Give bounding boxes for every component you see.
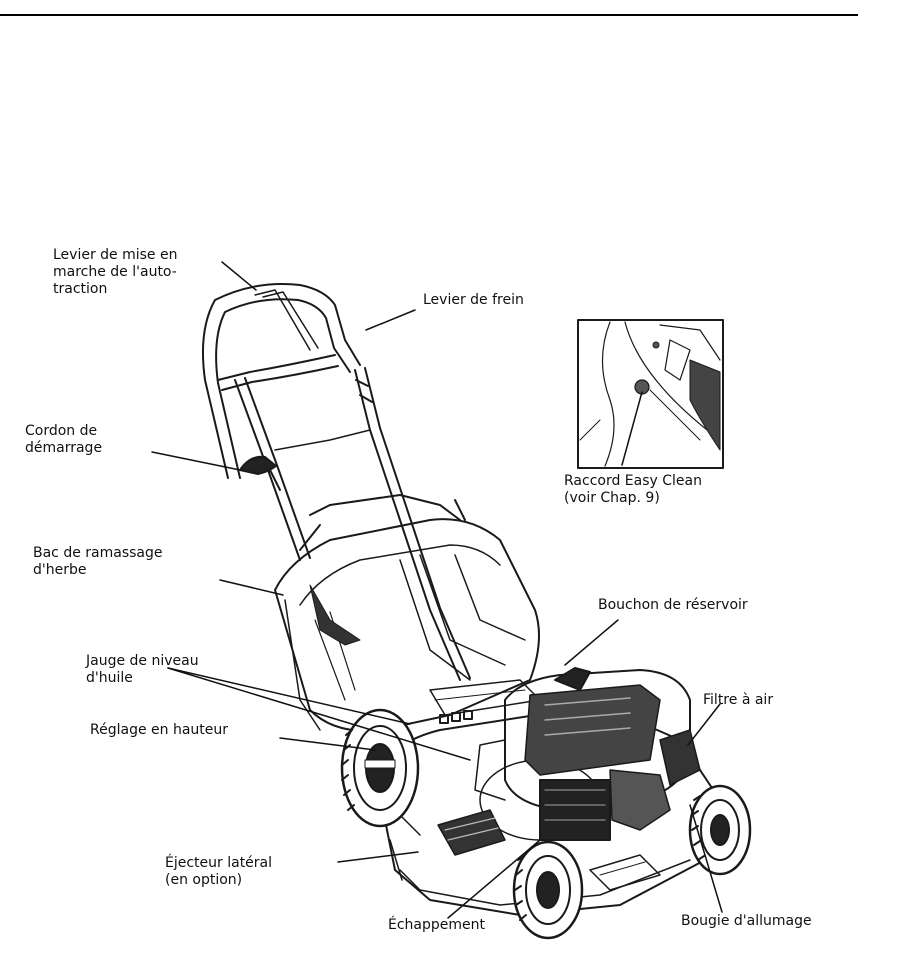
leader-self-propel [222,262,256,290]
label-spark-plug: Bougie d'allumage [681,913,812,930]
label-exhaust: Échappement [388,917,485,934]
label-brake-lever: Levier de frein [423,292,524,309]
label-self-propel-lever: Levier de mise en marche de l'auto- trac… [53,247,177,298]
leader-oil-dipstick-1 [168,668,410,724]
leader-grass-bag [220,580,283,595]
grass-bag [275,495,539,731]
leader-starter-cord [152,452,240,470]
easy-clean-inset [578,320,723,468]
leader-oil-dipstick-2 [168,668,470,760]
leader-easy-clean [622,392,642,465]
side-ejector [438,810,505,855]
label-side-ejector: Éjecteur latéral (en option) [165,855,272,889]
leader-air-filter [688,704,720,745]
handle-tubes [235,368,470,680]
rear-wheel [342,710,418,826]
leader-fuel-cap [565,620,618,665]
front-wheel-left [514,842,582,938]
label-height-adjust: Réglage en hauteur [90,722,228,739]
label-easy-clean: Raccord Easy Clean (voir Chap. 9) [564,473,702,507]
label-air-filter: Filtre à air [703,692,773,709]
front-bumper [590,855,660,890]
front-wheel-right [690,786,750,874]
leader-side-ejector [338,852,418,862]
engine [475,668,690,840]
label-starter-cord: Cordon de démarrage [25,423,102,457]
label-oil-dipstick: Jauge de niveau d'huile [86,653,199,687]
label-grass-bag: Bac de ramassage d'herbe [33,545,163,579]
leader-brake [366,310,415,330]
label-fuel-cap: Bouchon de réservoir [598,597,748,614]
